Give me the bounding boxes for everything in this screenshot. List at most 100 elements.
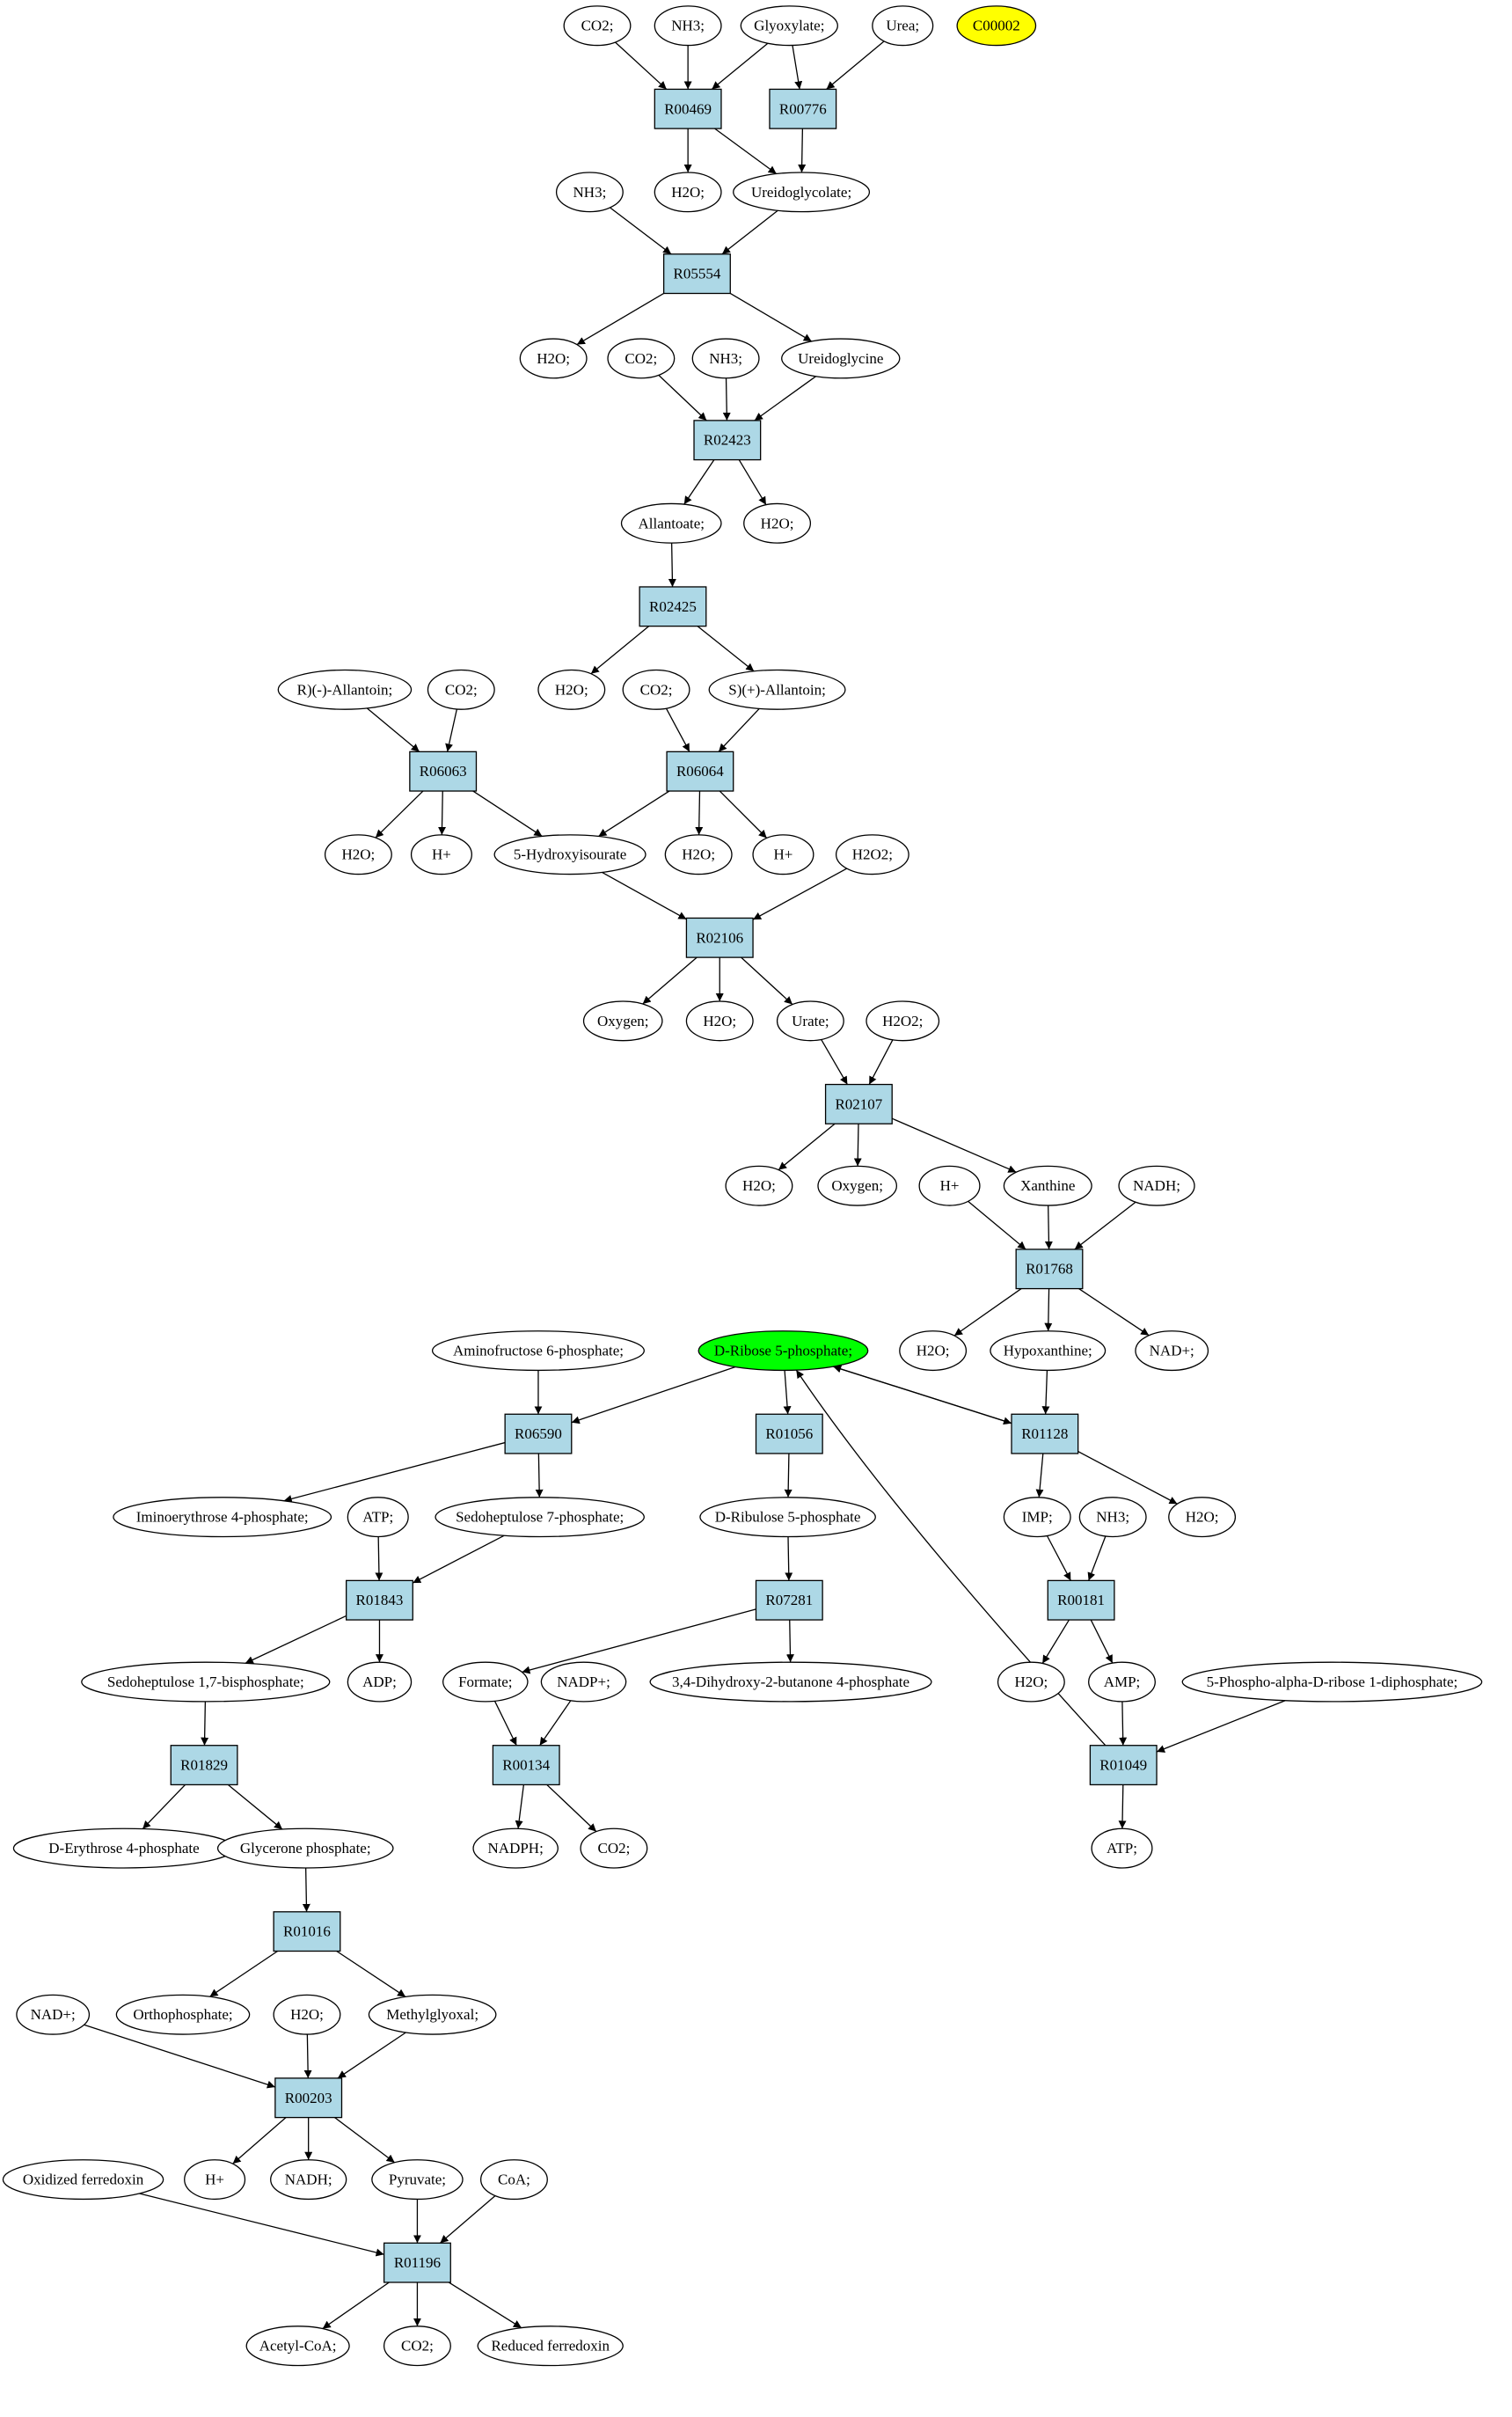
reaction-node-R07281[interactable]: R07281 <box>755 1579 823 1621</box>
reaction-node-R01056[interactable]: R01056 <box>755 1413 823 1454</box>
compound-node-ribose5p[interactable]: D-Ribose 5-phosphate; <box>698 1330 869 1372</box>
compound-node-h2o_f[interactable]: H2O; <box>664 834 733 875</box>
reaction-node-R02107[interactable]: R02107 <box>824 1083 893 1124</box>
compound-node-aminofructose[interactable]: Aminofructose 6-phosphate; <box>431 1330 645 1372</box>
compound-node-co2_e[interactable]: CO2; <box>580 1827 648 1869</box>
compound-node-formate[interactable]: Formate; <box>442 1661 529 1703</box>
compound-node-nh3_b[interactable]: NH3; <box>555 172 624 213</box>
compound-node-c00002[interactable]: C00002 <box>956 5 1037 47</box>
compound-node-atp_a[interactable]: ATP; <box>347 1497 409 1538</box>
compound-node-allantoate[interactable]: Allantoate; <box>620 502 722 544</box>
compound-node-co2_d[interactable]: CO2; <box>622 669 690 710</box>
compound-node-oxygen_a[interactable]: Oxygen; <box>582 1000 663 1042</box>
compound-node-nadpplus[interactable]: NADP+; <box>540 1661 627 1703</box>
compound-node-dihydroxybutanone[interactable]: 3,4-Dihydroxy-2-butanone 4-phosphate <box>649 1661 932 1703</box>
reaction-node-R01016[interactable]: R01016 <box>273 1911 341 1952</box>
compound-node-h2o_k[interactable]: H2O; <box>997 1661 1065 1703</box>
compound-node-pyruvate[interactable]: Pyruvate; <box>371 2159 464 2201</box>
compound-node-h2o_l[interactable]: H2O; <box>273 1994 341 2035</box>
compound-node-h2o2_b[interactable]: H2O2; <box>866 1000 940 1042</box>
compound-node-co2_f[interactable]: CO2; <box>383 2325 451 2367</box>
compound-node-hplus_c[interactable]: H+ <box>918 1165 981 1206</box>
compound-node-hydroxyisourate[interactable]: 5-Hydroxyisourate <box>493 834 646 875</box>
compound-node-hplus_a[interactable]: H+ <box>410 834 472 875</box>
compound-node-imp[interactable]: IMP; <box>1003 1497 1071 1538</box>
compound-node-hplus_b[interactable]: H+ <box>752 834 814 875</box>
compound-node-erythrose4p[interactable]: D-Erythrose 4-phosphate <box>12 1827 236 1869</box>
compound-node-ureidoglycolate[interactable]: Ureidoglycolate; <box>733 172 871 213</box>
reaction-node-R02423[interactable]: R02423 <box>693 420 762 461</box>
reaction-node-R00203[interactable]: R00203 <box>274 2077 343 2119</box>
compound-node-h2o_b[interactable]: H2O; <box>519 338 588 379</box>
reaction-node-R06063[interactable]: R06063 <box>409 751 478 792</box>
compound-node-nadph[interactable]: NADPH; <box>472 1827 559 1869</box>
compound-node-h2o_i[interactable]: H2O; <box>899 1330 968 1372</box>
reaction-node-R00469[interactable]: R00469 <box>654 88 722 129</box>
compound-node-nh3_d[interactable]: NH3; <box>1078 1497 1147 1538</box>
compound-node-h2o_e[interactable]: H2O; <box>324 834 392 875</box>
edge-nh3_b-to-R05554 <box>610 207 672 255</box>
compound-node-s_allantoin[interactable]: S)(+)-Allantoin; <box>708 669 846 710</box>
node-label: C00002 <box>973 18 1020 34</box>
compound-node-coa[interactable]: CoA; <box>479 2159 548 2201</box>
reaction-node-R05554[interactable]: R05554 <box>662 253 731 295</box>
compound-node-orthophosphate[interactable]: Orthophosphate; <box>115 1994 251 2035</box>
edge-R01056-to-ribulose5p <box>784 1453 793 1498</box>
compound-node-prpp[interactable]: 5-Phospho-alpha-D-ribose 1-diphosphate; <box>1181 1661 1483 1703</box>
compound-node-atp_b[interactable]: ATP; <box>1091 1827 1153 1869</box>
reaction-node-R06064[interactable]: R06064 <box>666 751 734 792</box>
reaction-node-R01829[interactable]: R01829 <box>170 1745 238 1786</box>
compound-node-methylglyoxal[interactable]: Methylglyoxal; <box>368 1994 497 2035</box>
reaction-node-R01843[interactable]: R01843 <box>346 1579 413 1621</box>
compound-node-glyoxylate[interactable]: Glyoxylate; <box>740 5 838 47</box>
reaction-node-R01049[interactable]: R01049 <box>1089 1745 1158 1786</box>
compound-node-co2_a[interactable]: CO2; <box>563 5 632 47</box>
compound-node-hplus_d[interactable]: H+ <box>184 2159 246 2201</box>
compound-node-xanthine[interactable]: Xanthine <box>1003 1165 1092 1206</box>
compound-node-acetylcoa[interactable]: Acetyl-CoA; <box>245 2325 350 2367</box>
compound-node-redferredoxin[interactable]: Reduced ferredoxin <box>477 2325 624 2367</box>
compound-node-nadh_a[interactable]: NADH; <box>1118 1165 1195 1206</box>
compound-node-ureidoglycine[interactable]: Ureidoglycine <box>781 338 901 379</box>
compound-node-glyceronep[interactable]: Glycerone phosphate; <box>216 1827 394 1869</box>
reaction-node-R02425[interactable]: R02425 <box>639 586 707 627</box>
reaction-node-R02106[interactable]: R02106 <box>685 917 754 958</box>
compound-node-urate[interactable]: Urate; <box>776 1000 844 1042</box>
compound-node-oxygen_b[interactable]: Oxygen; <box>817 1165 898 1206</box>
node-label: Orthophosphate; <box>133 2006 232 2023</box>
compound-node-urea[interactable]: Urea; <box>872 5 934 47</box>
compound-node-h2o_h[interactable]: H2O; <box>725 1165 793 1206</box>
compound-node-nadh_b[interactable]: NADH; <box>270 2159 347 2201</box>
reaction-node-R06590[interactable]: R06590 <box>504 1413 573 1454</box>
compound-node-h2o2_a[interactable]: H2O2; <box>835 834 909 875</box>
compound-node-nh3_a[interactable]: NH3; <box>654 5 722 47</box>
compound-ellipse <box>752 834 814 875</box>
reaction-node-R00181[interactable]: R00181 <box>1047 1579 1115 1621</box>
compound-node-h2o_j[interactable]: H2O; <box>1168 1497 1237 1538</box>
compound-node-adp[interactable]: ADP; <box>347 1661 413 1703</box>
compound-node-h2o_g[interactable]: H2O; <box>685 1000 754 1042</box>
compound-node-sedoheptulose7p[interactable]: Sedoheptulose 7-phosphate; <box>435 1497 645 1538</box>
compound-node-ribulose5p[interactable]: D-Ribulose 5-phosphate <box>699 1497 876 1538</box>
compound-node-sedoheptulose17bp[interactable]: Sedoheptulose 1,7-bisphosphate; <box>81 1661 331 1703</box>
compound-node-nadplus_a[interactable]: NAD+; <box>1135 1330 1209 1372</box>
reaction-node-R01768[interactable]: R01768 <box>1015 1249 1084 1290</box>
compound-node-co2_b[interactable]: CO2; <box>607 338 676 379</box>
compound-node-iminoerythrose[interactable]: Iminoerythrose 4-phosphate; <box>113 1497 332 1538</box>
compound-node-nadplus_b[interactable]: NAD+; <box>16 1994 91 2035</box>
compound-node-h2o_c[interactable]: H2O; <box>743 502 812 544</box>
compound-node-hypoxanthine[interactable]: Hypoxanthine; <box>990 1330 1107 1372</box>
compound-node-oxferredoxin[interactable]: Oxidized ferredoxin <box>2 2159 164 2201</box>
edge-glyceronep-to-R01016 <box>302 1867 310 1912</box>
reaction-node-R01128[interactable]: R01128 <box>1011 1413 1079 1454</box>
reaction-node-R00134[interactable]: R00134 <box>492 1745 560 1786</box>
compound-node-nh3_c[interactable]: NH3; <box>691 338 760 379</box>
compound-node-co2_c[interactable]: CO2; <box>427 669 495 710</box>
compound-node-amp[interactable]: AMP; <box>1088 1661 1156 1703</box>
compound-node-h2o_a[interactable]: H2O; <box>654 172 722 213</box>
compound-node-r_allantoin[interactable]: R)(-)-Allantoin; <box>277 669 413 710</box>
reaction-node-R00776[interactable]: R00776 <box>769 88 837 129</box>
reaction-node-R01196[interactable]: R01196 <box>383 2242 451 2283</box>
compound-node-h2o_d[interactable]: H2O; <box>537 669 606 710</box>
compound-ellipse <box>1003 1497 1071 1538</box>
